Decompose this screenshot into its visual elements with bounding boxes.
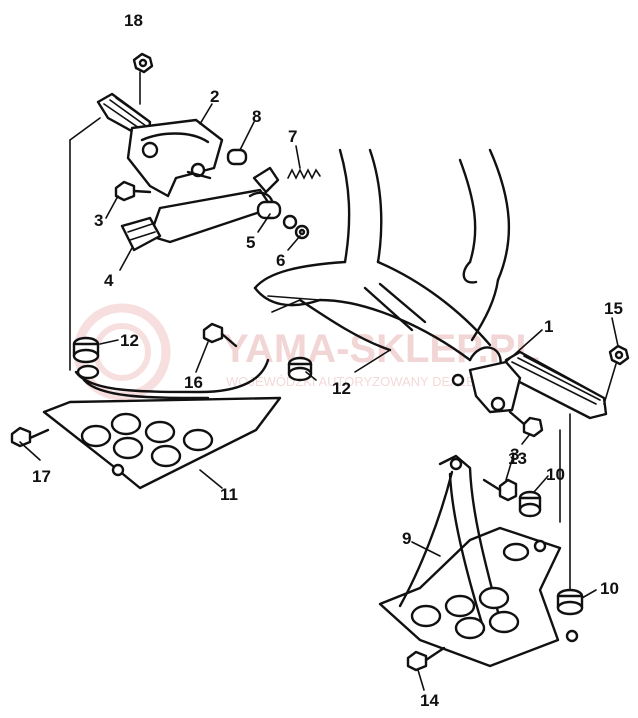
callout-10-upper: 10 [546,465,565,484]
bolt-3-left [114,180,152,202]
callout-4: 4 [104,271,114,290]
callout-1: 1 [544,317,553,336]
spring-7 [287,168,321,180]
frame [253,148,511,373]
leader-lines [19,103,619,691]
collar-5 [256,200,298,230]
callout-13: 13 [508,449,527,468]
callout-9: 9 [402,529,411,548]
watermark-main-text: YAMA-SKLEP.PL [222,327,540,371]
collar-8 [226,148,248,166]
callout-labels: 18 2 8 7 3 5 6 4 12 16 12 1 15 3 17 11 1… [32,11,623,710]
bolt-13 [482,478,518,502]
callout-12-left: 12 [120,331,139,350]
bolt-14 [406,646,446,672]
callout-6: 6 [276,251,285,270]
damper-10-lower [556,588,584,616]
brake-pedal [120,166,280,252]
bolt-16 [202,322,238,348]
bolt-3-right [508,410,544,438]
bolt-17 [10,426,50,448]
damper-10-upper [518,490,542,518]
callout-2: 2 [210,87,219,106]
callout-5: 5 [246,233,255,252]
callout-10-lower: 10 [600,579,619,598]
callout-14: 14 [420,691,439,710]
right-footrest [451,350,608,420]
callout-18: 18 [124,11,143,30]
callout-3-left: 3 [94,211,103,230]
callout-11: 11 [220,485,238,504]
callout-3-right: 3 [510,445,519,464]
washer-6 [294,224,310,240]
damper-12-center [287,356,313,382]
reference-lines [69,71,617,591]
callout-12-center: 12 [332,379,351,398]
nut-15 [608,344,630,366]
left-footrest-bracket [96,92,224,198]
nut-18 [132,52,154,74]
callout-8: 8 [252,107,261,126]
callout-16: 16 [184,373,203,392]
callout-7: 7 [288,127,297,146]
callout-17: 17 [32,467,51,486]
left-skid-plate [42,358,282,490]
damper-12-left [72,336,100,364]
callout-15: 15 [604,299,623,318]
right-skid-plate [378,454,579,668]
